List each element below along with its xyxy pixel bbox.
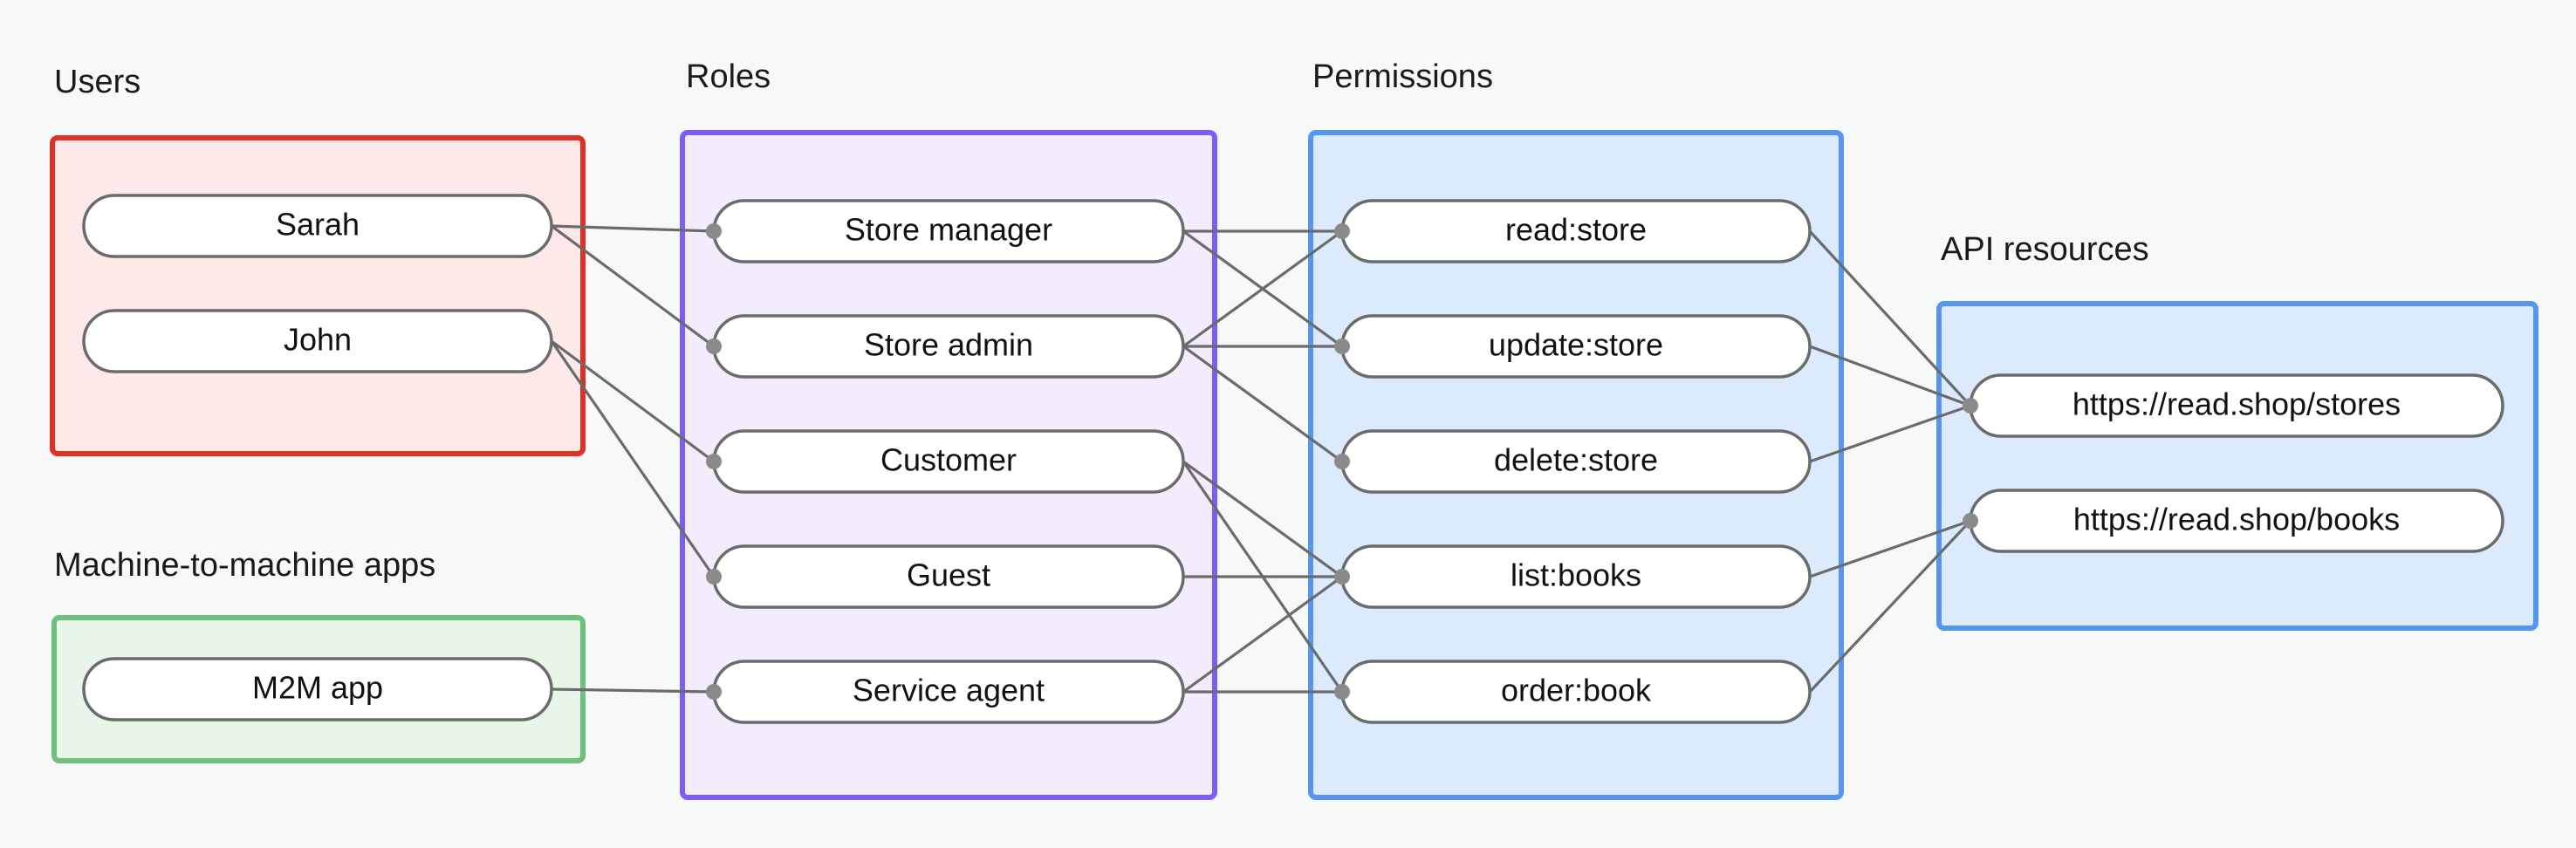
edge-endpoint-dot-store-admin xyxy=(706,339,722,354)
node-label-order-book: order:book xyxy=(1501,673,1652,708)
edge-endpoint-dot-order-book xyxy=(1334,684,1350,700)
node-label-list-books: list:books xyxy=(1511,557,1641,593)
edge-endpoint-dot-delete-store xyxy=(1334,454,1350,469)
node-label-store-admin: Store admin xyxy=(864,327,1033,363)
edge-endpoint-dot-read-shop-stores xyxy=(1963,398,1978,414)
node-john[interactable] xyxy=(82,309,553,373)
group-title-m2m: Machine-to-machine apps xyxy=(54,547,435,584)
edge-endpoint-dot-service-agent xyxy=(706,684,722,700)
node-label-customer: Customer xyxy=(880,442,1017,478)
group-title-roles: Roles xyxy=(686,58,771,95)
group-title-permissions: Permissions xyxy=(1312,58,1493,95)
edge-store-admin-delete-store xyxy=(1182,345,1343,463)
edge-endpoint-dots-layer xyxy=(706,223,1978,700)
edge-sarah-store-manager xyxy=(551,224,715,233)
node-label-guest: Guest xyxy=(907,557,990,593)
node-label-sarah: Sarah xyxy=(276,207,360,243)
node-label-service-agent: Service agent xyxy=(853,673,1045,708)
edge-customer-list-books xyxy=(1182,460,1343,578)
edge-endpoint-dot-store-manager xyxy=(706,223,722,239)
node-sarah[interactable] xyxy=(82,194,553,258)
edge-john-guest xyxy=(550,340,716,578)
edges-layer xyxy=(550,224,1972,694)
edge-endpoint-dot-read-store xyxy=(1334,223,1350,239)
node-label-delete-store: delete:store xyxy=(1494,442,1658,478)
edge-delete-store-stores xyxy=(1809,404,1971,463)
group-box-api-resources xyxy=(1936,301,2538,631)
edge-sarah-store-admin xyxy=(551,224,715,348)
node-m2m-app[interactable] xyxy=(82,657,553,721)
node-label-read-store: read:store xyxy=(1505,212,1647,248)
edge-m2m-app-service-agent xyxy=(551,687,715,694)
node-label-store-manager: Store manager xyxy=(845,212,1052,248)
edge-endpoint-dot-guest xyxy=(706,569,722,585)
node-label-update-store: update:store xyxy=(1489,327,1663,363)
edge-store-admin-read-store xyxy=(1182,229,1343,348)
edge-endpoint-dot-list-books xyxy=(1334,569,1350,585)
group-title-users: Users xyxy=(54,64,140,100)
edge-endpoint-dot-update-store xyxy=(1334,339,1350,354)
node-label-m2m-app: M2M app xyxy=(252,670,383,706)
group-box-users xyxy=(50,135,586,456)
node-label-read-shop-stores: https://read.shop/stores xyxy=(2072,386,2401,422)
edge-list-books-books xyxy=(1809,519,1971,578)
edge-read-store-stores xyxy=(1808,229,1972,407)
node-label-read-shop-books: https://read.shop/books xyxy=(2073,502,2400,537)
node-label-john: John xyxy=(284,322,352,358)
edge-update-store-stores xyxy=(1809,345,1971,407)
edge-endpoint-dot-read-shop-books xyxy=(1963,513,1978,529)
group-title-api-resources: API resources xyxy=(1941,231,2149,268)
edge-order-book-books xyxy=(1808,519,1972,694)
edge-john-customer xyxy=(551,339,715,463)
edge-service-agent-list-books xyxy=(1182,575,1343,694)
edge-endpoint-dot-customer xyxy=(706,454,722,469)
